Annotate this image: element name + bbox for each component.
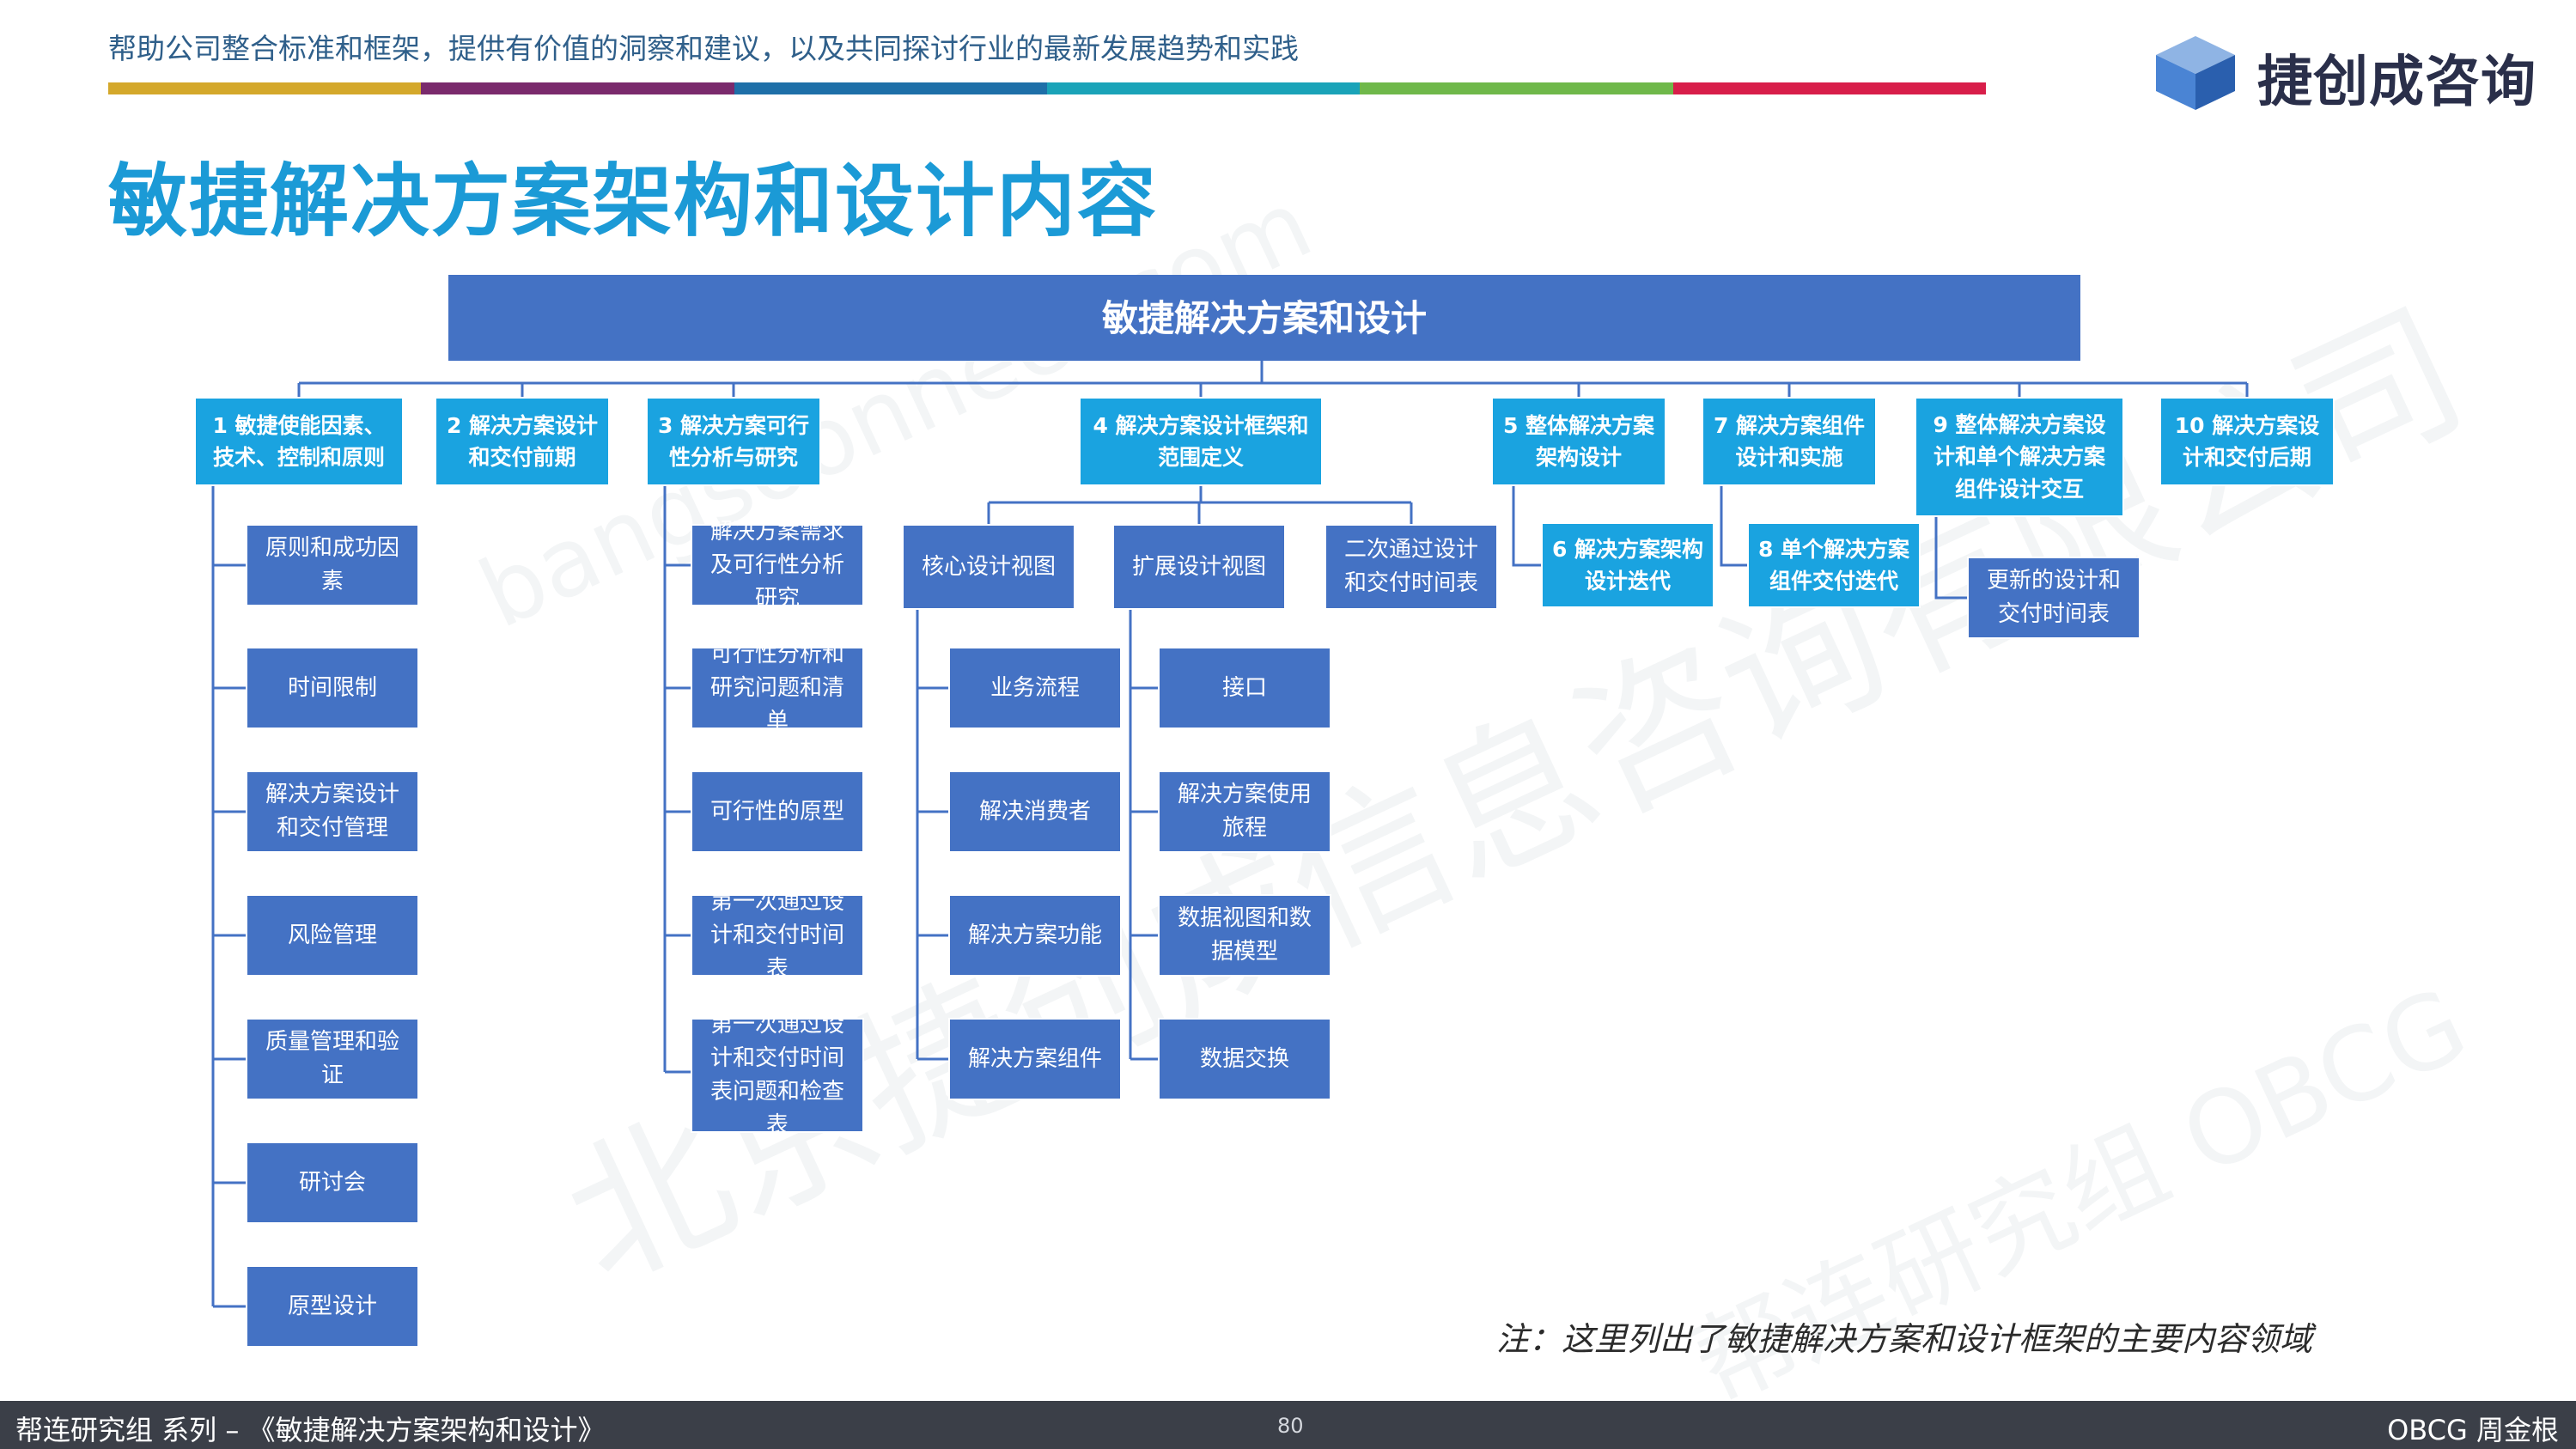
view-node: 扩展设计视图: [1112, 524, 1286, 610]
tagline: 帮助公司整合标准和框架，提供有价值的洞察和建议，以及共同探讨行业的最新发展趋势和…: [108, 32, 1299, 65]
leaf-node: 可行性的原型: [691, 770, 864, 853]
cube-icon: [2156, 36, 2235, 110]
category-node: 5 整体解决方案架构设计: [1491, 397, 1666, 486]
category-node: 3 解决方案可行性分析与研究: [646, 397, 821, 486]
category-node: 9 整体解决方案设计和单个解决方案组件设计交互: [1915, 397, 2124, 517]
leaf-node: 风险管理: [246, 894, 419, 977]
leaf-node: 解决消费者: [948, 770, 1122, 853]
leaf-node: 数据交换: [1158, 1018, 1331, 1100]
color-segment: [1046, 82, 1361, 94]
leaf-node: 业务流程: [948, 647, 1122, 729]
root-node: 敏捷解决方案和设计: [448, 275, 2080, 361]
sub-category-node: 6 解决方案架构设计迭代: [1541, 522, 1714, 608]
leaf-node: 解决方案设计和交付管理: [246, 770, 419, 853]
leaf-node: 研讨会: [246, 1142, 419, 1224]
leaf-node: 解决方案功能: [948, 894, 1122, 977]
leaf-node: 更新的设计和交付时间表: [1967, 557, 2141, 639]
page-number: 80: [1277, 1414, 1304, 1438]
color-segment: [1360, 82, 1673, 94]
footer-bar: [0, 1401, 2576, 1449]
leaf-node: 时间限制: [246, 647, 419, 729]
leaf-node: 解决方案组件: [948, 1018, 1122, 1100]
footnote: 注：这里列出了敏捷解决方案和设计框架的主要内容领域: [1496, 1320, 2313, 1358]
category-node: 7 解决方案组件设计和实施: [1702, 397, 1877, 486]
color-segment: [1672, 82, 1986, 94]
footer-series: 帮连研究组 系列 – 《敏捷解决方案架构和设计》: [15, 1414, 606, 1446]
leaf-node: 质量管理和验证: [246, 1018, 419, 1100]
category-node: 2 解决方案设计和交付前期: [435, 397, 610, 486]
page-title: 敏捷解决方案架构和设计内容: [108, 155, 1159, 247]
leaf-node: 可行性分析和研究问题和清单: [691, 642, 864, 734]
color-segment: [108, 82, 422, 94]
color-segment: [421, 82, 734, 94]
leaf-node: 接口: [1158, 647, 1331, 729]
view-node: 二次通过设计和交付时间表: [1325, 524, 1498, 610]
category-node: 4 解决方案设计框架和范围定义: [1079, 397, 1323, 486]
view-node: 核心设计视图: [902, 524, 1075, 610]
footer-author: OBCG 周金根: [2387, 1414, 2559, 1446]
leaf-node: 原型设计: [246, 1265, 419, 1348]
leaf-node: 解决方案使用旅程: [1158, 770, 1331, 853]
color-segment: [734, 82, 1047, 94]
leaf-node: 第一次通过设计和交付时间表问题和检查表: [691, 1012, 864, 1138]
sub-category-node: 8 单个解决方案组件交付迭代: [1747, 522, 1921, 608]
leaf-node: 解决方案需求及可行性分析研究: [691, 519, 864, 612]
leaf-node: 数据视图和数据模型: [1158, 894, 1331, 977]
leaf-node: 第一次通过设计和交付时间表: [691, 889, 864, 982]
logo-text: 捷创成咨询: [2257, 51, 2536, 114]
leaf-node: 原则和成功因素: [246, 524, 419, 606]
color-bar: [108, 82, 1986, 94]
category-node: 10 解决方案设计和交付后期: [2159, 397, 2335, 486]
category-node: 1 敏捷使能因素、技术、控制和原则: [194, 397, 404, 486]
